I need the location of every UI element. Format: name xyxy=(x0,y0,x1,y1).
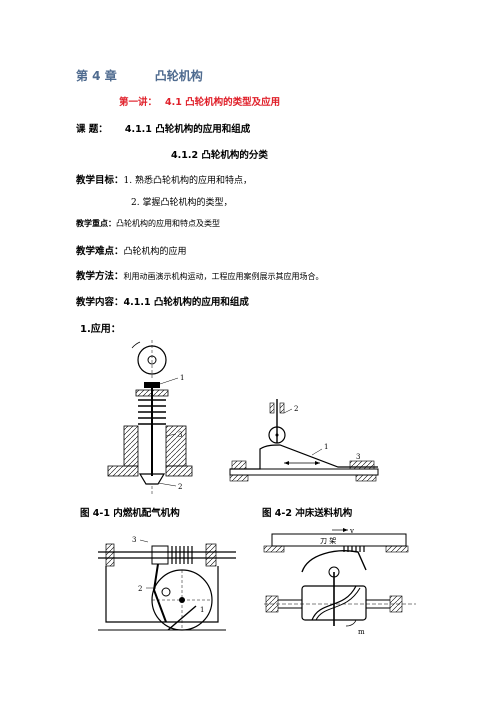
figure-4-diagram: v 刀 架 m xyxy=(263,527,416,636)
lecture-label: 第一讲： xyxy=(119,97,158,108)
content-row: 教学内容：4.1.1 凸轮机构的应用和组成 xyxy=(76,294,249,308)
fig3-label-3: 3 xyxy=(132,536,136,544)
fig3-label-1: 1 xyxy=(200,606,204,614)
fig2-label-2: 2 xyxy=(294,405,298,413)
lecture-heading: 第一讲： 4.1 凸轮机构的类型及应用 xyxy=(119,94,280,108)
figure-4-1-caption: 图 4-1 内燃机配气机构 xyxy=(80,508,180,519)
chapter-heading: 第 4 章 凸轮机构 xyxy=(76,67,203,84)
fig4-label-v: v xyxy=(349,527,354,535)
method-text: 利用动画演示机构运动，工程应用案例展示其应用场合。 xyxy=(123,272,324,281)
content-label: 教学内容： xyxy=(76,297,124,308)
fig2-label-3: 3 xyxy=(356,453,360,461)
objectives-item-2: 2. 掌握凸轮机构的类型， xyxy=(131,198,233,208)
key-point-row: 教学重点：凸轮机构的应用和特点及类型 xyxy=(76,218,220,229)
objectives-row: 教学目标：1. 熟悉凸轮机构的应用和特点， xyxy=(76,172,252,186)
chapter-title: 凸轮机构 xyxy=(154,69,203,83)
difficulty-row: 教学难点：凸轮机构的应用 xyxy=(76,243,187,257)
figure-4-2-caption: 图 4-2 冲床送料机构 xyxy=(262,508,353,519)
figure-4-2-diagram: 2 1 3 xyxy=(229,399,379,482)
difficulty-label: 教学难点： xyxy=(76,246,124,257)
topic-item-1: 4.1.1 凸轮机构的应用和组成 xyxy=(124,124,251,135)
method-row: 教学方法：利用动画演示机构运动，工程应用案例展示其应用场合。 xyxy=(76,268,324,282)
topic-item-2: 4.1.2 凸轮机构的分类 xyxy=(171,150,268,161)
fig1-label-1: 1 xyxy=(180,374,184,382)
difficulty-text: 凸轮机构的应用 xyxy=(123,247,187,257)
method-label: 教学方法： xyxy=(76,271,124,282)
figure-3-diagram: 3 2 1 xyxy=(98,536,236,631)
chapter-number: 第 4 章 xyxy=(76,69,117,83)
application-heading: 1.应用： xyxy=(80,324,121,335)
objectives-item-1: 1. 熟悉凸轮机构的应用和特点， xyxy=(123,176,252,186)
lecture-number: 4.1 xyxy=(165,97,182,108)
fig1-label-2: 2 xyxy=(178,483,182,491)
figure-4-1-diagram: 1 3 2 xyxy=(107,340,193,496)
topic-label: 课 题： xyxy=(76,124,108,135)
content-text: 4.1.1 凸轮机构的应用和组成 xyxy=(123,297,249,308)
lecture-title: 凸轮机构的类型及应用 xyxy=(185,97,281,108)
key-point-text: 凸轮机构的应用和特点及类型 xyxy=(116,219,220,228)
fig4-label-knife-rest: 刀 架 xyxy=(320,537,336,545)
fig4-label-m: m xyxy=(358,628,365,636)
topic-row: 课 题： 4.1.1 凸轮机构的应用和组成 xyxy=(76,121,250,135)
fig2-label-1: 1 xyxy=(324,443,328,451)
fig3-label-2: 2 xyxy=(138,585,142,593)
key-point-label: 教学重点： xyxy=(76,219,116,228)
fig1-label-3: 3 xyxy=(178,431,182,439)
objectives-label: 教学目标： xyxy=(76,175,124,186)
